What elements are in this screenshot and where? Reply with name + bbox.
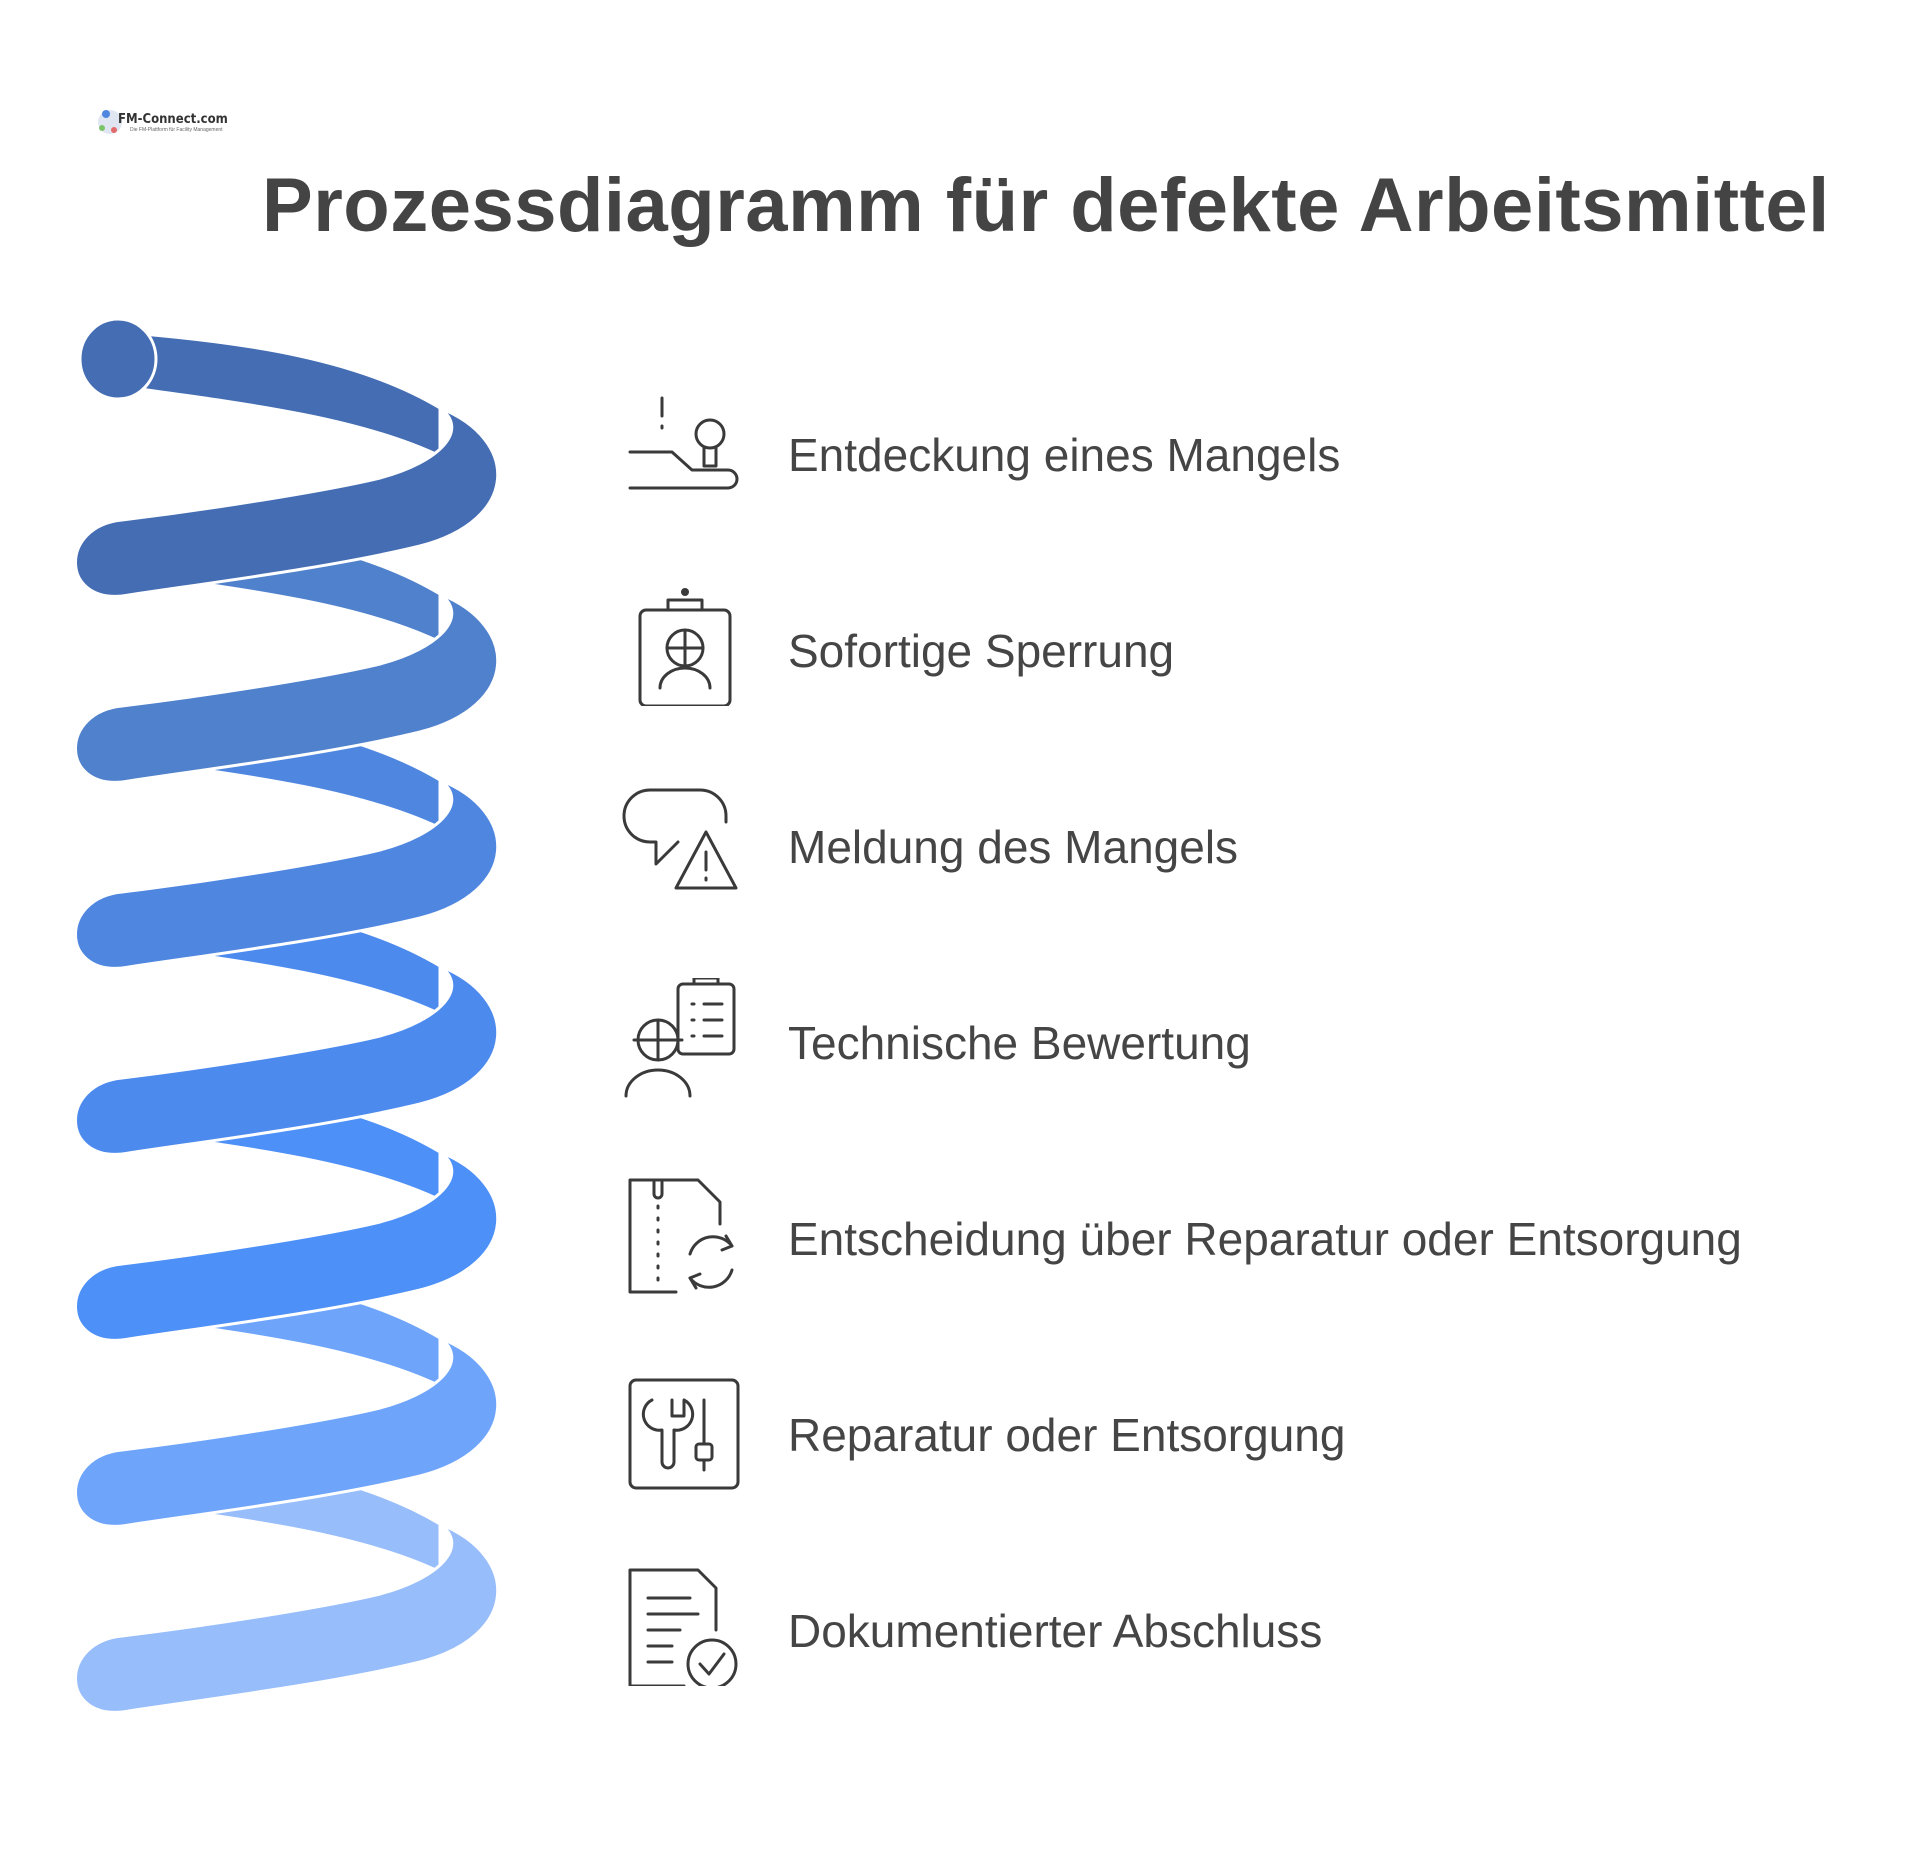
step-6: Reparatur oder Entsorgung <box>620 1350 1880 1490</box>
step-label: Sofortige Sperrung <box>788 625 1175 677</box>
step-2: Sofortige Sperrung <box>620 566 1880 706</box>
document-check-icon <box>628 1568 738 1686</box>
technician-checklist-icon <box>624 978 736 1098</box>
step-7: Dokumentierter Abschluss <box>620 1546 1880 1686</box>
step-4: Technische Bewertung <box>620 958 1880 1098</box>
spiral-front-segment <box>74 406 500 598</box>
spiral-back-segment <box>116 330 442 459</box>
step-label: Meldung des Mangels <box>788 821 1239 873</box>
step-label: Entdeckung eines Mangels <box>788 429 1341 481</box>
step-label: Entscheidung über Reparatur oder Entsorg… <box>788 1213 1742 1265</box>
tools-icon <box>628 1378 740 1490</box>
spiral-diagram <box>74 317 500 1714</box>
step-3: Meldung des Mangels <box>620 762 1880 902</box>
detection-icon <box>628 396 739 490</box>
step-label: Dokumentierter Abschluss <box>788 1605 1323 1657</box>
spiral-end-cap <box>78 317 158 401</box>
spiral-front-segment <box>74 964 500 1156</box>
step-1: Entdeckung eines Mangels <box>620 370 1880 510</box>
spiral-front-segment <box>74 1336 500 1528</box>
logo-subtext: Die FM-Plattform für Facility Management <box>130 127 223 133</box>
spiral-front-segment <box>74 778 500 970</box>
step-5: Entscheidung über Reparatur oder Entsorg… <box>620 1154 1880 1294</box>
logo <box>98 110 122 134</box>
spiral-front-segment <box>74 592 500 784</box>
logo-text: FM-Connect.com <box>118 112 228 127</box>
lock-badge-icon <box>638 588 732 706</box>
spiral-front-segment <box>74 1522 500 1714</box>
warning-chat-icon <box>622 788 738 890</box>
spiral-front-segment <box>74 1150 500 1342</box>
step-label: Reparatur oder Entsorgung <box>788 1409 1346 1461</box>
page-title: Prozessdiagramm für defekte Arbeitsmitte… <box>262 163 1830 248</box>
document-cycle-icon <box>628 1178 734 1294</box>
step-label: Technische Bewertung <box>788 1017 1251 1069</box>
